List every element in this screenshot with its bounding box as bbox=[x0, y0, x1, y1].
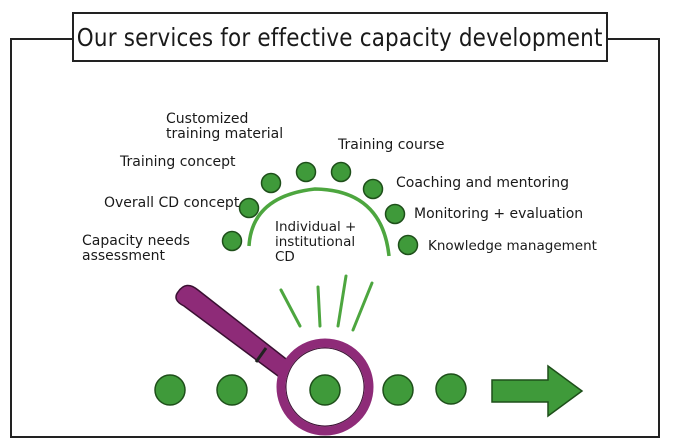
label-coaching-and-mentoring: Coaching and mentoring bbox=[396, 175, 569, 191]
dot-training-concept bbox=[260, 172, 282, 194]
title-box: Our services for effective capacity deve… bbox=[72, 12, 608, 62]
dot-overall-cd-concept bbox=[238, 197, 260, 219]
right-arrow-icon bbox=[491, 364, 584, 418]
process-dots bbox=[154, 373, 467, 406]
illustration-frame bbox=[10, 38, 660, 438]
label-monitoring-evaluation: Monitoring + evaluation bbox=[414, 206, 584, 222]
label-customized-training-material: Customized training material bbox=[166, 111, 284, 142]
dot-customized-training-material bbox=[295, 161, 317, 183]
service-dots bbox=[221, 161, 419, 256]
page-title: Our services for effective capacity deve… bbox=[77, 22, 603, 52]
label-training-course: Training course bbox=[338, 137, 445, 153]
focus-rays bbox=[279, 274, 374, 332]
dot-monitoring-evaluation bbox=[384, 203, 406, 225]
frame-top-edge-left bbox=[10, 38, 72, 40]
frame-top-edge-right bbox=[608, 38, 660, 40]
dot-knowledge-management bbox=[397, 234, 419, 256]
dot-capacity-needs-assessment bbox=[221, 230, 243, 252]
label-capacity-needs-assessment: Capacity needs assessment bbox=[82, 233, 190, 264]
label-overall-cd-concept: Overall CD concept bbox=[104, 195, 240, 211]
cd-arc bbox=[247, 187, 391, 257]
label-knowledge-management: Knowledge management bbox=[428, 238, 597, 254]
label-training-concept: Training concept bbox=[120, 154, 236, 170]
label-center-cd: Individual + institutional CD bbox=[275, 219, 357, 265]
dot-training-course bbox=[330, 161, 352, 183]
dot-coaching-and-mentoring bbox=[362, 178, 384, 200]
